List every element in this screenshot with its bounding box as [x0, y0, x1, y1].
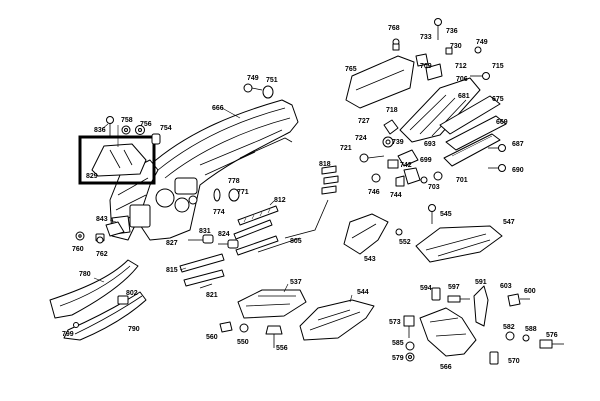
label-742: 742	[400, 162, 412, 169]
label-591: 591	[475, 279, 487, 286]
label-843: 843	[96, 216, 108, 223]
label-566: 566	[440, 364, 452, 371]
glove-box-assembly	[345, 18, 507, 187]
label-600: 600	[524, 288, 536, 295]
label-597: 597	[448, 284, 460, 291]
label-768: 768	[388, 25, 400, 32]
trim-strips	[179, 165, 339, 289]
label-760: 760	[72, 246, 84, 253]
dashboard-carrier	[109, 99, 299, 241]
label-749-left: 749	[247, 75, 259, 82]
label-805: 805	[290, 238, 302, 245]
label-585: 585	[392, 340, 404, 347]
label-550: 550	[237, 339, 249, 346]
label-771: 771	[237, 189, 249, 196]
label-744: 744	[390, 192, 402, 199]
label-543: 543	[364, 256, 376, 263]
lower-middle-brackets	[219, 289, 375, 348]
label-687: 687	[512, 141, 524, 148]
label-730: 730	[450, 43, 462, 50]
label-812: 812	[274, 197, 286, 204]
label-693: 693	[424, 141, 436, 148]
label-790: 790	[128, 326, 140, 333]
label-699: 699	[420, 157, 432, 164]
lower-right-bracket	[403, 285, 564, 365]
label-815: 815	[166, 267, 178, 274]
label-537: 537	[290, 279, 302, 286]
label-780: 780	[79, 271, 91, 278]
label-818: 818	[319, 161, 331, 168]
label-746: 746	[368, 189, 380, 196]
label-701: 701	[456, 177, 468, 184]
label-836: 836	[94, 127, 106, 134]
label-754: 754	[160, 125, 172, 132]
label-709: 709	[420, 63, 432, 70]
label-727: 727	[358, 118, 370, 125]
label-778: 778	[228, 178, 240, 185]
label-758: 758	[121, 117, 133, 124]
label-588: 588	[525, 326, 537, 333]
label-703: 703	[428, 184, 440, 191]
label-821: 821	[206, 292, 218, 299]
label-762: 762	[96, 251, 108, 258]
lower-trim-panels	[49, 259, 147, 341]
label-675: 675	[492, 96, 504, 103]
label-594: 594	[420, 285, 432, 292]
label-721: 721	[340, 145, 352, 152]
label-765: 765	[345, 66, 357, 73]
label-712: 712	[455, 63, 467, 70]
label-666: 666	[212, 105, 224, 112]
label-751: 751	[266, 77, 278, 84]
callout-labels: 836 758 756 754 666 749 751 829 843 760 …	[62, 25, 558, 371]
label-681: 681	[458, 93, 470, 100]
label-547: 547	[503, 219, 515, 226]
label-715: 715	[492, 63, 504, 70]
label-556: 556	[276, 345, 288, 352]
label-799: 799	[62, 331, 74, 338]
label-582: 582	[503, 324, 515, 331]
label-576: 576	[546, 332, 558, 339]
label-706: 706	[456, 76, 468, 83]
label-724: 724	[355, 135, 367, 142]
label-774: 774	[213, 209, 225, 216]
label-573: 573	[389, 319, 401, 326]
highlight-box	[78, 135, 156, 185]
label-733: 733	[420, 34, 432, 41]
label-749-right: 749	[476, 39, 488, 46]
label-802: 802	[126, 290, 138, 297]
label-718: 718	[386, 107, 398, 114]
label-570: 570	[508, 358, 520, 365]
label-545: 545	[440, 211, 452, 218]
center-console-brackets	[343, 204, 503, 263]
label-669: 669	[496, 119, 508, 126]
label-739: 739	[392, 139, 404, 146]
label-552: 552	[399, 239, 411, 246]
label-831: 831	[199, 228, 211, 235]
label-756: 756	[140, 121, 152, 128]
label-736: 736	[446, 28, 458, 35]
label-560: 560	[206, 334, 218, 341]
label-690: 690	[512, 167, 524, 174]
label-544: 544	[357, 289, 369, 296]
fasteners-top-left	[75, 83, 274, 249]
label-603: 603	[500, 283, 512, 290]
label-824: 824	[218, 231, 230, 238]
label-829: 829	[86, 173, 98, 180]
label-579: 579	[392, 355, 404, 362]
label-827: 827	[166, 240, 178, 247]
